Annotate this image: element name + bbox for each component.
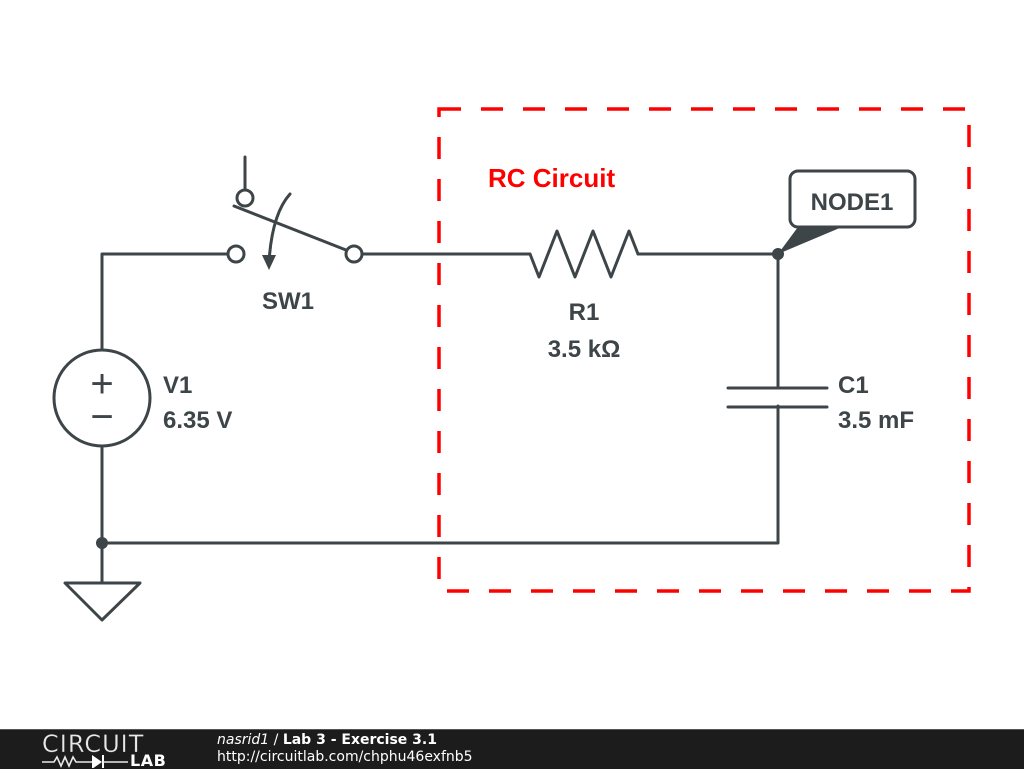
rc-group-box[interactable] (437, 107, 971, 593)
author-link[interactable]: nasrid1 (217, 732, 270, 748)
wire-capacitor-bottom[interactable] (100, 404, 780, 545)
logo-resistor-diode-icon (42, 755, 128, 768)
circuit-url[interactable]: http://circuitlab.com/chphu46exfnb5 (217, 749, 473, 765)
logo-text-circuit: CIRCUIT (42, 730, 145, 758)
rc-group-label: RC Circuit (488, 163, 615, 193)
node-label-box[interactable] (788, 169, 917, 229)
switch-arrowhead-icon (262, 255, 276, 270)
switch-terminal-left (226, 244, 246, 264)
footer-bar: CIRCUIT LAB nasrid1 / Lab 3 - Exercise 3… (0, 729, 1024, 770)
switch-terminal-top (235, 188, 255, 208)
resistor-name: R1 (569, 299, 600, 326)
switch-terminal-right (344, 244, 364, 264)
ground-icon[interactable] (63, 581, 142, 622)
title-separator: / (269, 732, 283, 748)
switch-sw1[interactable] (226, 155, 364, 270)
resistor-r1[interactable] (528, 229, 640, 279)
capacitor-name: C1 (838, 372, 869, 399)
circuit-meta: nasrid1 / Lab 3 - Exercise 3.1 http://ci… (217, 732, 473, 766)
junction-ground[interactable] (96, 537, 108, 549)
node-label: NODE1 (811, 189, 894, 216)
logo-text-lab: LAB (130, 751, 167, 770)
voltage-source-name: V1 (163, 372, 192, 399)
schematic-canvas: RC Circuit SW1 + − V1 6.35 V R1 3.5 kΩ N… (52, 107, 971, 622)
wire-resistor-to-node[interactable] (636, 252, 780, 388)
switch-name: SW1 (262, 288, 314, 315)
capacitor-c1[interactable] (726, 386, 829, 409)
switch-action-arrow-icon (267, 192, 292, 264)
circuit-title[interactable]: Lab 3 - Exercise 3.1 (282, 732, 437, 748)
circuitlab-logo[interactable]: CIRCUIT LAB (42, 730, 177, 770)
voltage-source-value: 6.35 V (163, 407, 232, 434)
switch-blade (232, 204, 348, 252)
wire-top-left[interactable] (100, 252, 230, 352)
plus-sign-icon: + (90, 362, 113, 406)
capacitor-value: 3.5 mF (838, 407, 914, 434)
voltage-source-v1[interactable]: + − (52, 348, 152, 448)
node-label-pointer (778, 227, 842, 254)
resistor-value: 3.5 kΩ (548, 336, 621, 363)
minus-sign-icon: − (90, 395, 113, 439)
